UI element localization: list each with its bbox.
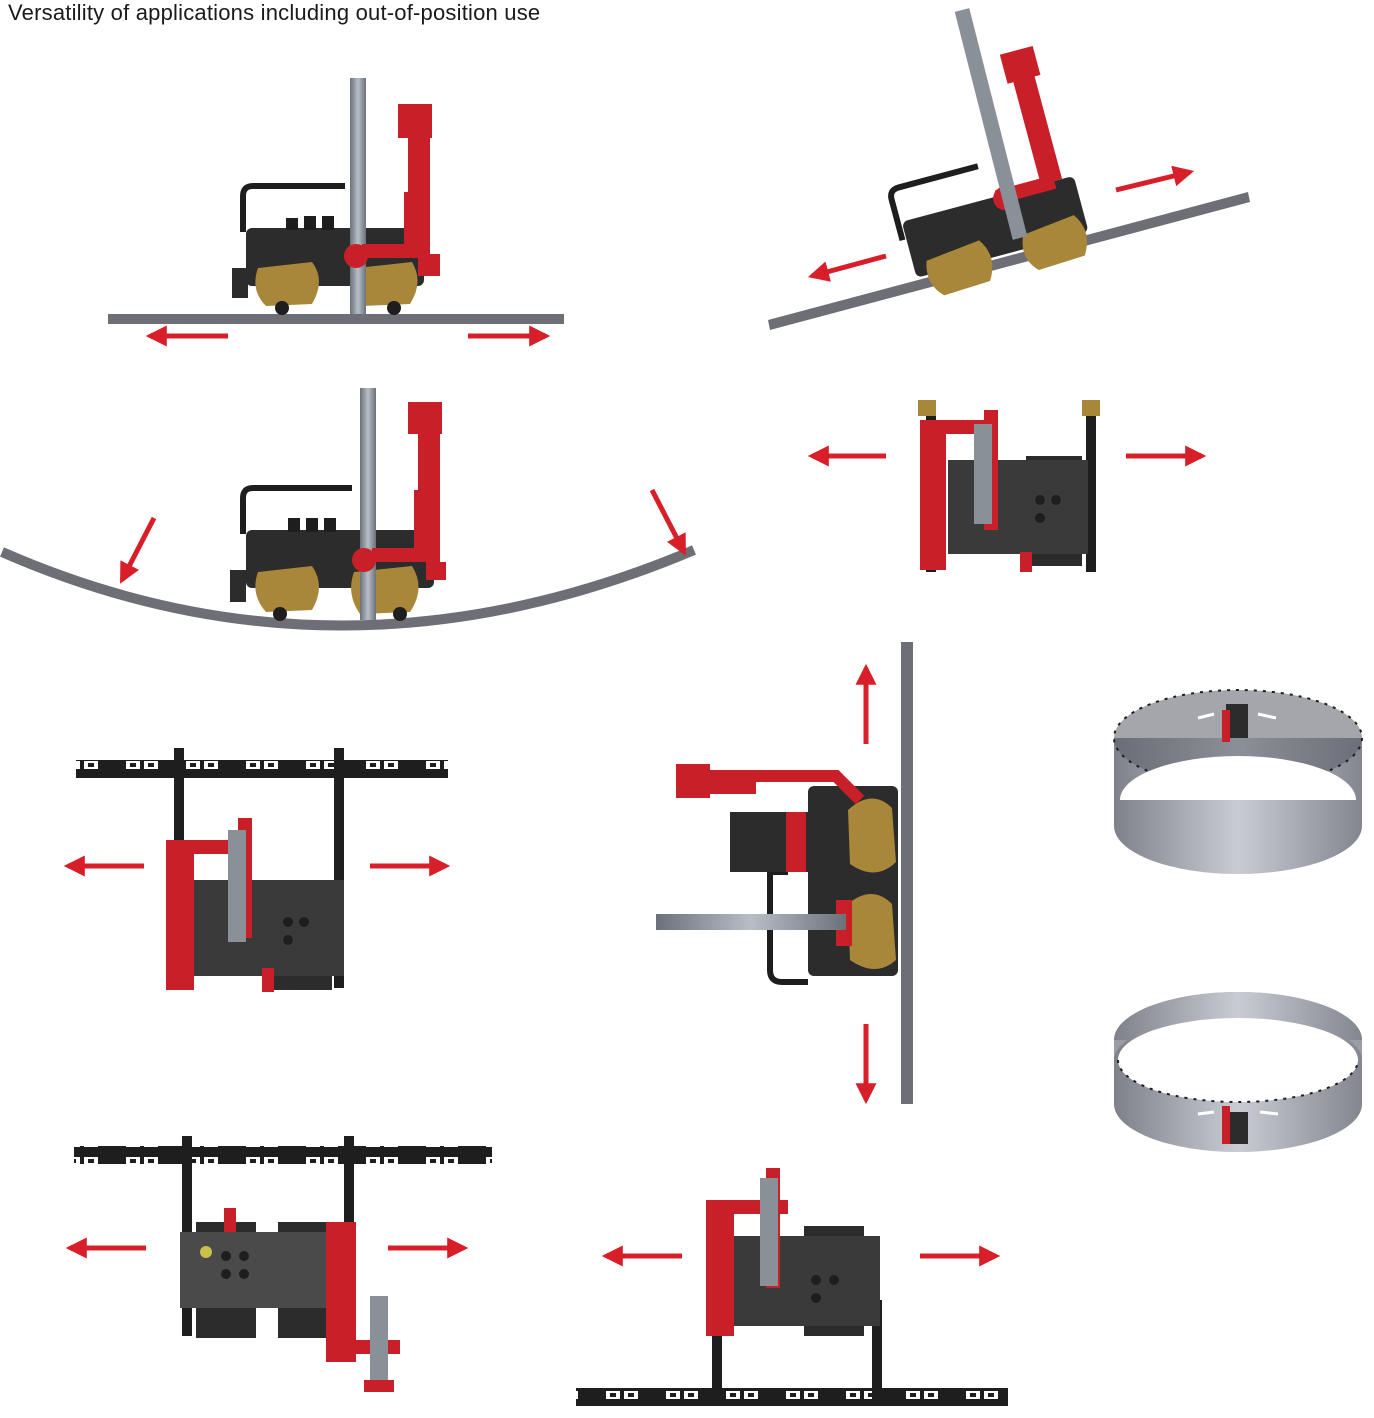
torch-rod xyxy=(350,78,366,314)
direction-arrow-curve-left xyxy=(119,516,157,584)
panel-flat-horizontal xyxy=(108,78,564,347)
panel-ring-outer xyxy=(1113,689,1363,874)
direction-arrow-up-right xyxy=(1115,165,1195,193)
carriage-top-body xyxy=(180,1232,334,1308)
carriage-top-body xyxy=(948,460,1088,554)
torch-rod-curved xyxy=(360,388,376,620)
panel-curved-inner xyxy=(0,388,696,631)
panel-inclined xyxy=(768,8,1250,330)
panel-ring-inner xyxy=(1114,992,1362,1152)
rail-track-bottom xyxy=(576,1388,1008,1406)
torch-rod-inclined xyxy=(954,8,1028,240)
carriage-handle xyxy=(240,183,345,232)
panel-rail-mounted-top xyxy=(63,748,451,992)
curved-plate xyxy=(0,545,696,631)
torch-rod-vertical xyxy=(656,914,846,930)
inclined-plate xyxy=(768,192,1250,330)
wheel-plate-left xyxy=(255,262,319,306)
panel-rail-mounted-flipped xyxy=(65,1136,492,1392)
flat-plate xyxy=(108,314,564,324)
direction-arrow-curve-right xyxy=(649,488,687,556)
vertical-plate xyxy=(901,642,913,1104)
page-title: Versatility of applications including ou… xyxy=(8,0,541,25)
torch-arm xyxy=(344,104,440,276)
panel-rail-mounted-bottom xyxy=(576,1168,1008,1406)
torch-arm-curved xyxy=(352,402,446,580)
carriage-top-body xyxy=(724,1236,880,1326)
carriage-side xyxy=(232,183,424,315)
rail-track-top xyxy=(74,1146,492,1164)
carriage-top-body xyxy=(194,880,344,976)
direction-arrow-down-left xyxy=(807,253,887,282)
panel-vertical-wall xyxy=(656,642,913,1105)
wheel-plate-right xyxy=(353,262,418,306)
rail-track-top xyxy=(76,760,448,778)
panel-overhead-top-view xyxy=(807,400,1207,572)
